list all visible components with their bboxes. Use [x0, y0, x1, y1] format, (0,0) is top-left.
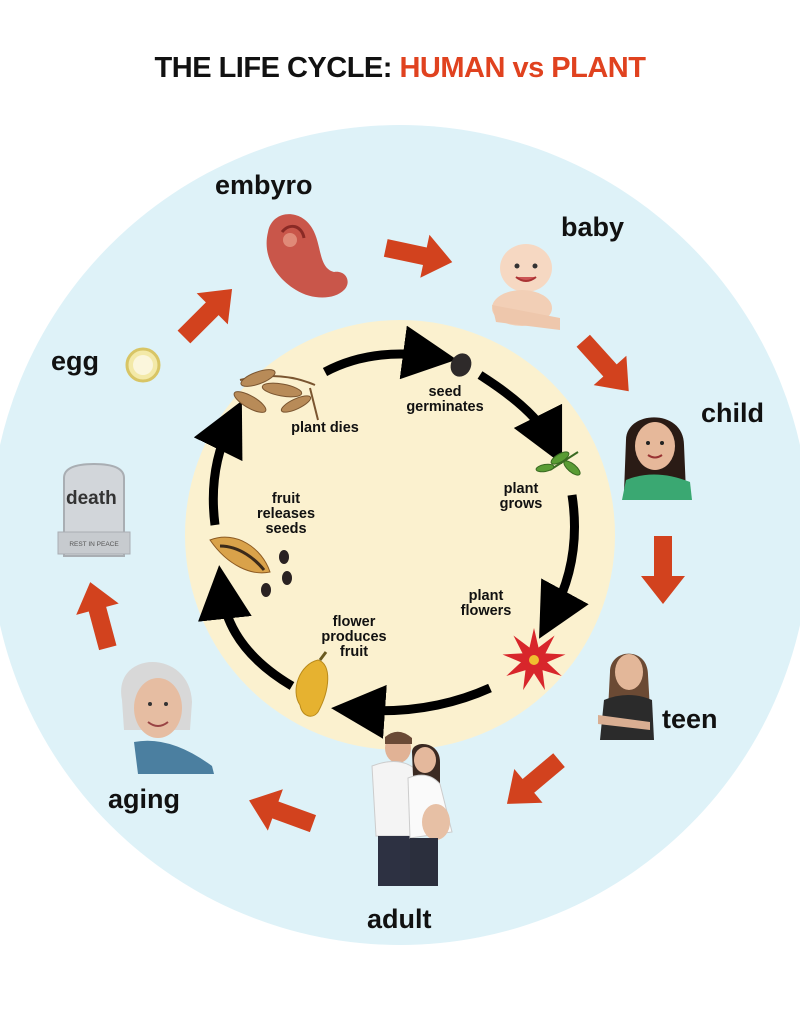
label-flower-produces-fruit: flower produces fruit: [308, 615, 400, 660]
label-line: produces: [308, 630, 400, 645]
label-line: grows: [482, 497, 560, 512]
label-line: germinates: [395, 400, 495, 415]
label-death: death: [66, 488, 117, 510]
label-line: fruit: [308, 645, 400, 660]
label-seed-germinates: seed germinates: [395, 385, 495, 415]
label-line: fruit: [244, 492, 328, 507]
label-teen: teen: [662, 704, 718, 735]
label-line: seed: [395, 385, 495, 400]
label-adult: adult: [367, 904, 432, 935]
headstone-icon: REST IN PEACE: [58, 464, 130, 556]
title-main: THE LIFE CYCLE:: [155, 52, 400, 84]
label-line: releases: [244, 507, 328, 522]
label-fruit-releases-seeds: fruit releases seeds: [244, 492, 328, 537]
label-line: seeds: [244, 522, 328, 537]
label-plant-grows: plant grows: [482, 482, 560, 512]
label-line: plant: [482, 482, 560, 497]
label-line: plant: [448, 589, 524, 604]
label-plant-flowers: plant flowers: [448, 589, 524, 619]
egg-icon: [127, 349, 159, 381]
label-baby: baby: [561, 212, 624, 243]
headstone-text: REST IN PEACE: [69, 541, 119, 548]
title-accent: HUMAN vs PLANT: [399, 52, 645, 84]
label-egg: egg: [51, 346, 99, 377]
label-aging: aging: [108, 784, 180, 815]
label-line: flowers: [448, 604, 524, 619]
label-plant-dies: plant dies: [280, 421, 370, 436]
label-embyro: embyro: [215, 170, 313, 201]
label-line: flower: [308, 615, 400, 630]
page-title: THE LIFE CYCLE: HUMAN vs PLANT: [0, 52, 800, 85]
label-child: child: [701, 398, 764, 429]
